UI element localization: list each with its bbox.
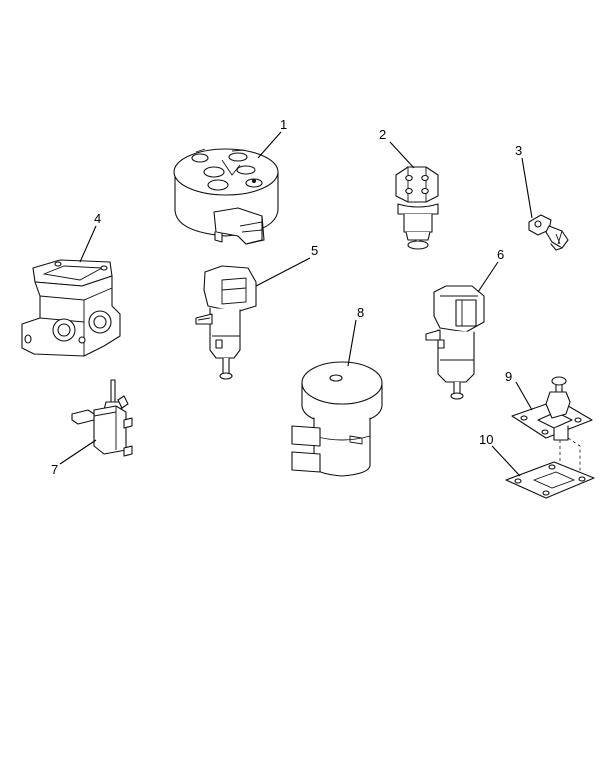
part-8-cylinder-valve [291, 361, 383, 477]
callout-10: 10 [479, 432, 493, 447]
callout-6: 6 [497, 247, 504, 262]
callout-2: 2 [379, 127, 386, 142]
part-1-valve-body [173, 148, 279, 245]
callout-4: 4 [94, 211, 101, 226]
part-5-control-valve [195, 265, 257, 380]
callout-1: 1 [280, 117, 287, 132]
part-3-elbow-fitting [528, 214, 569, 251]
callout-8: 8 [357, 305, 364, 320]
part-7-solenoid-valve [71, 379, 133, 457]
callout-5: 5 [311, 243, 318, 258]
part-6-control-valve [425, 285, 485, 400]
part-10-gasket [505, 461, 595, 499]
callout-9: 9 [505, 369, 512, 384]
callout-labels: 1 2 3 4 5 6 7 8 9 10 [51, 117, 522, 477]
part-4-valve-block [21, 259, 121, 357]
part-2-fitting [395, 166, 439, 250]
callout-3: 3 [515, 143, 522, 158]
callout-7: 7 [51, 462, 58, 477]
leader-lines [59, 131, 533, 477]
